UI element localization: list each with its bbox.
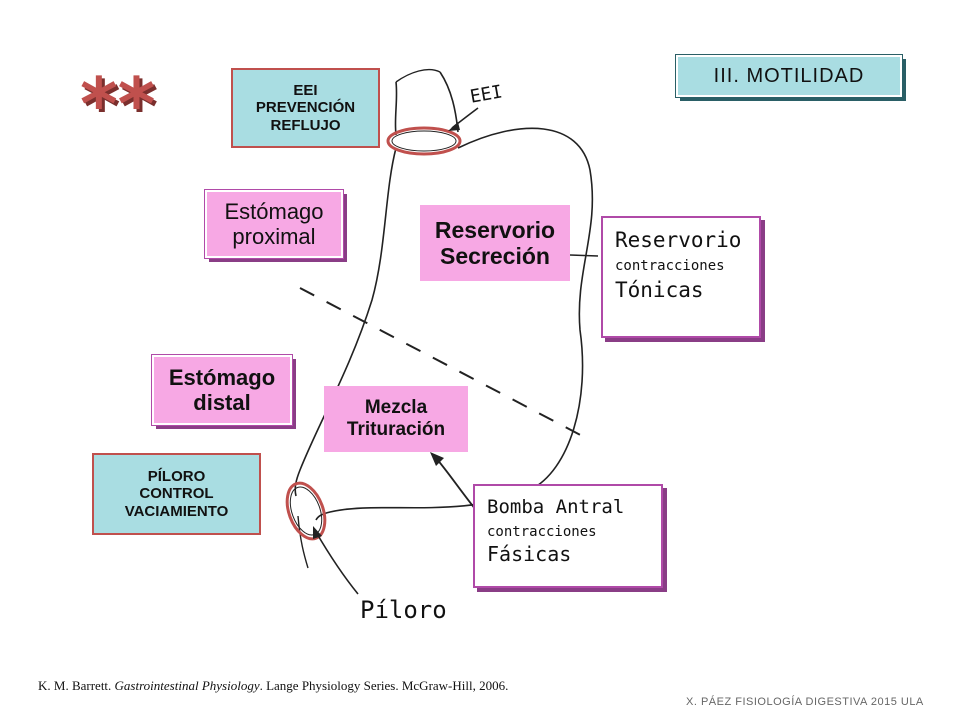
piloro-pointer-line (315, 531, 359, 595)
stomach-lesser-curvature (294, 147, 397, 497)
bomba-arrow (435, 457, 477, 511)
section-title: III. MOTILIDAD (675, 54, 903, 98)
eei-box-line-1: EEI (293, 82, 318, 100)
reservorio-connector (569, 254, 599, 257)
estomago-proximal-box: Estómago proximal (204, 189, 344, 259)
stomach-greater-curvature (315, 127, 594, 521)
bomba-note-line-1: Bomba Antral (487, 496, 625, 518)
estomago-proximal-line-1: Estómago (224, 198, 324, 224)
esophagus-outline-right (439, 71, 459, 133)
eei-arrowhead (448, 122, 460, 131)
piloro-box-line-3: VACIAMIENTO (124, 502, 229, 520)
mezcla-line-2: Trituración (346, 419, 446, 440)
estomago-proximal-line-2: proximal (232, 224, 316, 249)
piloro-box: PÍLORO CONTROL VACIAMIENTO (92, 453, 261, 535)
esophagus-top (395, 68, 441, 83)
piloro-box-line-2: CONTROL (139, 485, 214, 503)
estomago-distal-line-1: Estómago (168, 364, 276, 390)
reservorio-note-box: Reservorio contracciones Tónicas (601, 216, 761, 338)
bomba-note-line-2: contracciones (487, 524, 597, 540)
reference-rest: . Lange Physiology Series. McGraw-Hill, … (259, 678, 509, 693)
reference-book: Gastrointestinal Physiology (114, 678, 260, 693)
piloro-box-line-1: PÍLORO (147, 468, 206, 486)
reservorio-note-line-1: Reservorio (615, 228, 742, 252)
bomba-arrowhead (430, 452, 444, 466)
mezcla-line-1: Mezcla (364, 397, 428, 419)
proximal-distal-divider (299, 287, 591, 441)
bomba-antral-note-box: Bomba Antral contracciones Fásicas (473, 484, 663, 588)
piloro-hand-label: Píloro (360, 596, 447, 624)
footer-credit: X. PÁEZ FISIOLOGÍA DIGESTIVA 2015 ULA (686, 696, 924, 708)
eei-box-line-2: PREVENCIÓN (255, 99, 356, 117)
reference-citation: K. M. Barrett. Gastrointestinal Physiolo… (38, 678, 508, 694)
pylorus-ring (285, 481, 327, 541)
estomago-distal-box: Estómago distal (151, 354, 293, 426)
reservorio-secrecion-box: Reservorio Secreción (420, 205, 570, 281)
reservorio-note-line-3: Tónicas (615, 278, 704, 302)
reference-authors: K. M. Barrett. (38, 678, 115, 693)
pylorus-ring-inner (289, 486, 323, 536)
duodenum-outline (297, 515, 309, 569)
eei-box: EEI PREVENCIÓN REFLUJO (231, 68, 380, 148)
marker-stars: ** (80, 62, 156, 146)
eei-box-line-3: REFLUJO (270, 116, 341, 134)
reservorio-note-line-2: contracciones (615, 258, 725, 274)
bomba-note-line-3: Fásicas (487, 542, 572, 566)
reservorio-line-1: Reservorio (434, 216, 556, 243)
esophagus-outline (394, 81, 398, 136)
estomago-distal-line-2: distal (193, 390, 251, 415)
eei-sphincter-ring (386, 126, 462, 156)
piloro-arrowhead (313, 526, 322, 539)
mezcla-trituracion-box: Mezcla Trituración (324, 386, 468, 452)
reservorio-line-2: Secreción (440, 243, 550, 269)
eei-sphincter-ring-inner (391, 130, 457, 152)
